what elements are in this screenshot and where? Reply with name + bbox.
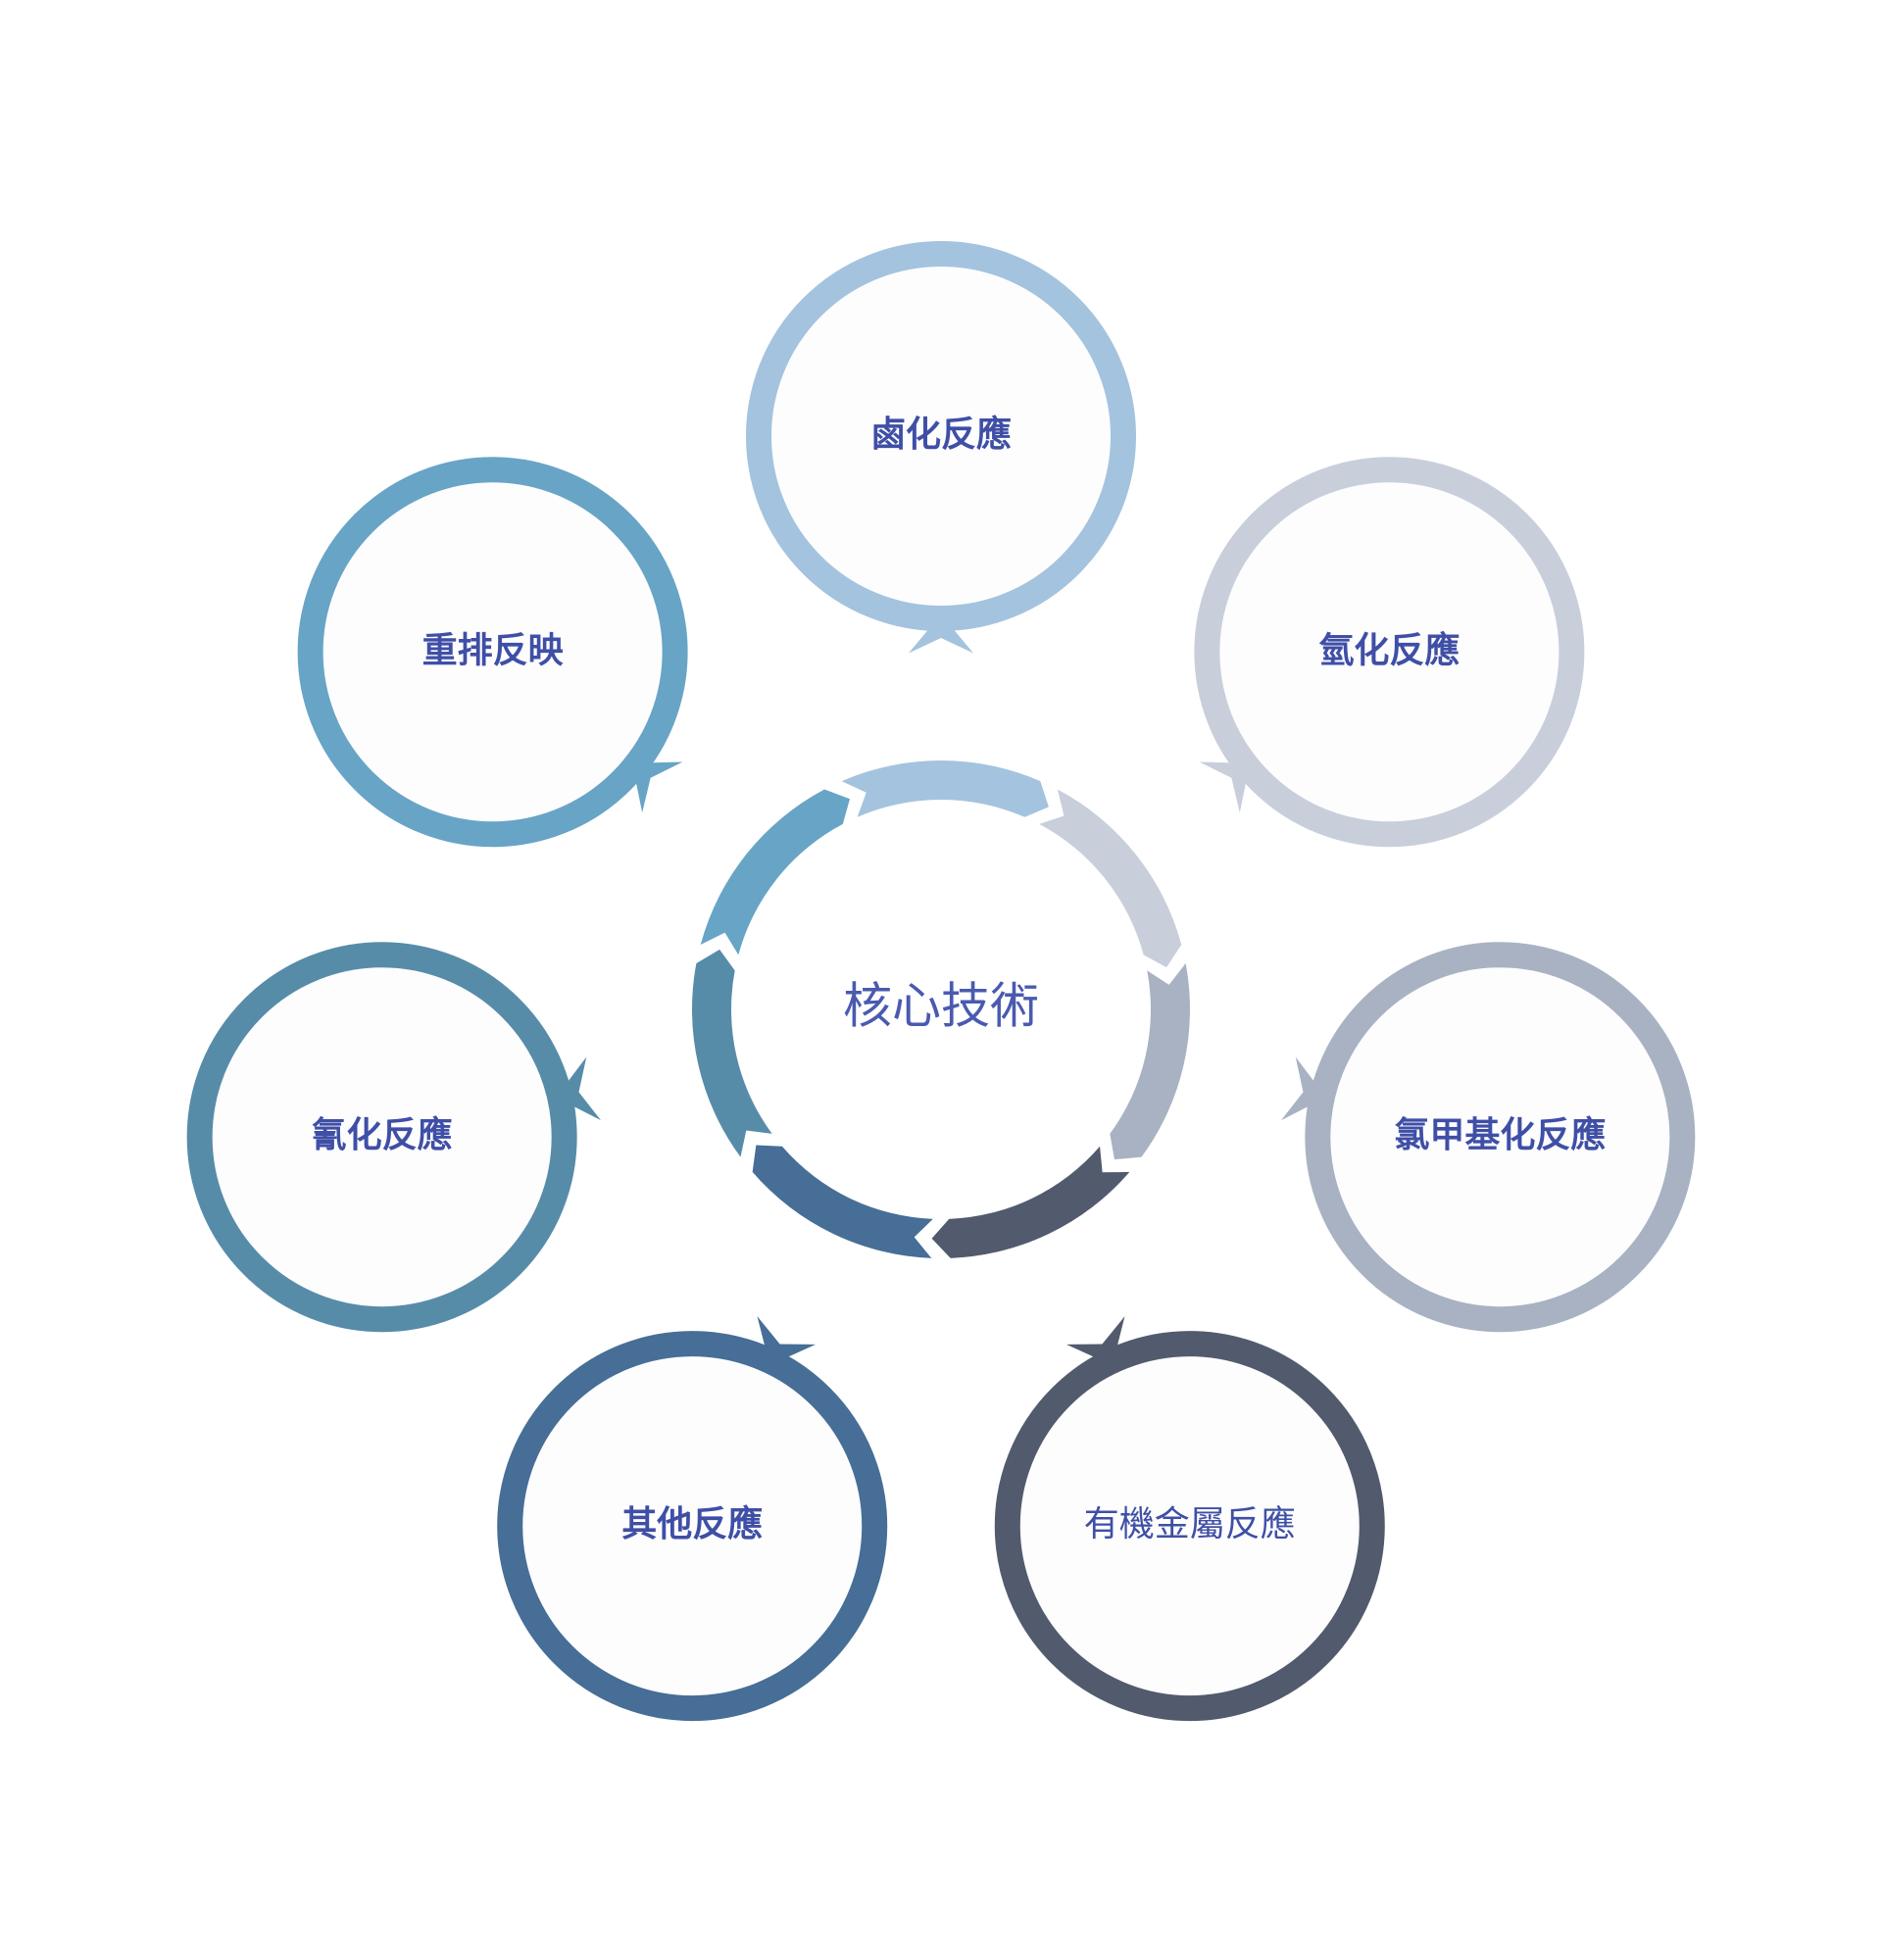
node-circle-cyanation xyxy=(186,942,577,1333)
node-other: 其他反應 xyxy=(497,1331,888,1722)
ring-segment-rearrangement xyxy=(700,789,851,956)
pointer-halogenation xyxy=(908,614,974,654)
pointer-hydrogenation xyxy=(1199,761,1251,813)
node-circle-chloromethylation xyxy=(1305,942,1696,1333)
node-circle-hydrogenation xyxy=(1194,457,1585,848)
node-label-rearrangement: 重排反映 xyxy=(422,630,564,670)
node-organometallic: 有機金屬反應 xyxy=(994,1331,1385,1722)
node-halogenation: 鹵化反應 xyxy=(746,241,1136,631)
ring-segment-cyanation xyxy=(691,949,772,1157)
ring-segment-organometallic xyxy=(931,1146,1130,1258)
node-label-cyanation: 氰化反應 xyxy=(312,1114,453,1155)
node-circle-halogenation xyxy=(746,241,1136,631)
ring-segment-halogenation xyxy=(841,760,1049,817)
node-label-hydrogenation: 氫化反應 xyxy=(1318,629,1460,670)
pointer-rearrangement xyxy=(631,761,683,813)
center-ring xyxy=(691,760,1191,1258)
center-label: 核心技術 xyxy=(843,978,1039,1035)
ring-segment-other xyxy=(752,1145,933,1258)
node-label-other: 其他反應 xyxy=(621,1503,763,1544)
ring-segment-chloromethylation xyxy=(1110,963,1191,1160)
node-chloromethylation: 氯甲基化反應 xyxy=(1305,942,1696,1333)
node-label-organometallic: 有機金屬反應 xyxy=(1084,1504,1296,1544)
pointer-chloromethylation xyxy=(1281,1056,1326,1121)
node-circle-organometallic xyxy=(994,1331,1385,1722)
ring-segment-hydrogenation xyxy=(1039,789,1182,968)
node-hydrogenation: 氫化反應 xyxy=(1194,457,1585,848)
node-cyanation: 氰化反應 xyxy=(186,942,577,1333)
node-label-chloromethylation: 氯甲基化反應 xyxy=(1394,1114,1606,1155)
node-label-halogenation: 鹵化反應 xyxy=(870,414,1012,455)
node-circle-rearrangement xyxy=(297,457,688,848)
pointer-cyanation xyxy=(556,1056,601,1121)
node-circle-other xyxy=(497,1331,888,1722)
node-rearrangement: 重排反映 xyxy=(297,457,688,848)
